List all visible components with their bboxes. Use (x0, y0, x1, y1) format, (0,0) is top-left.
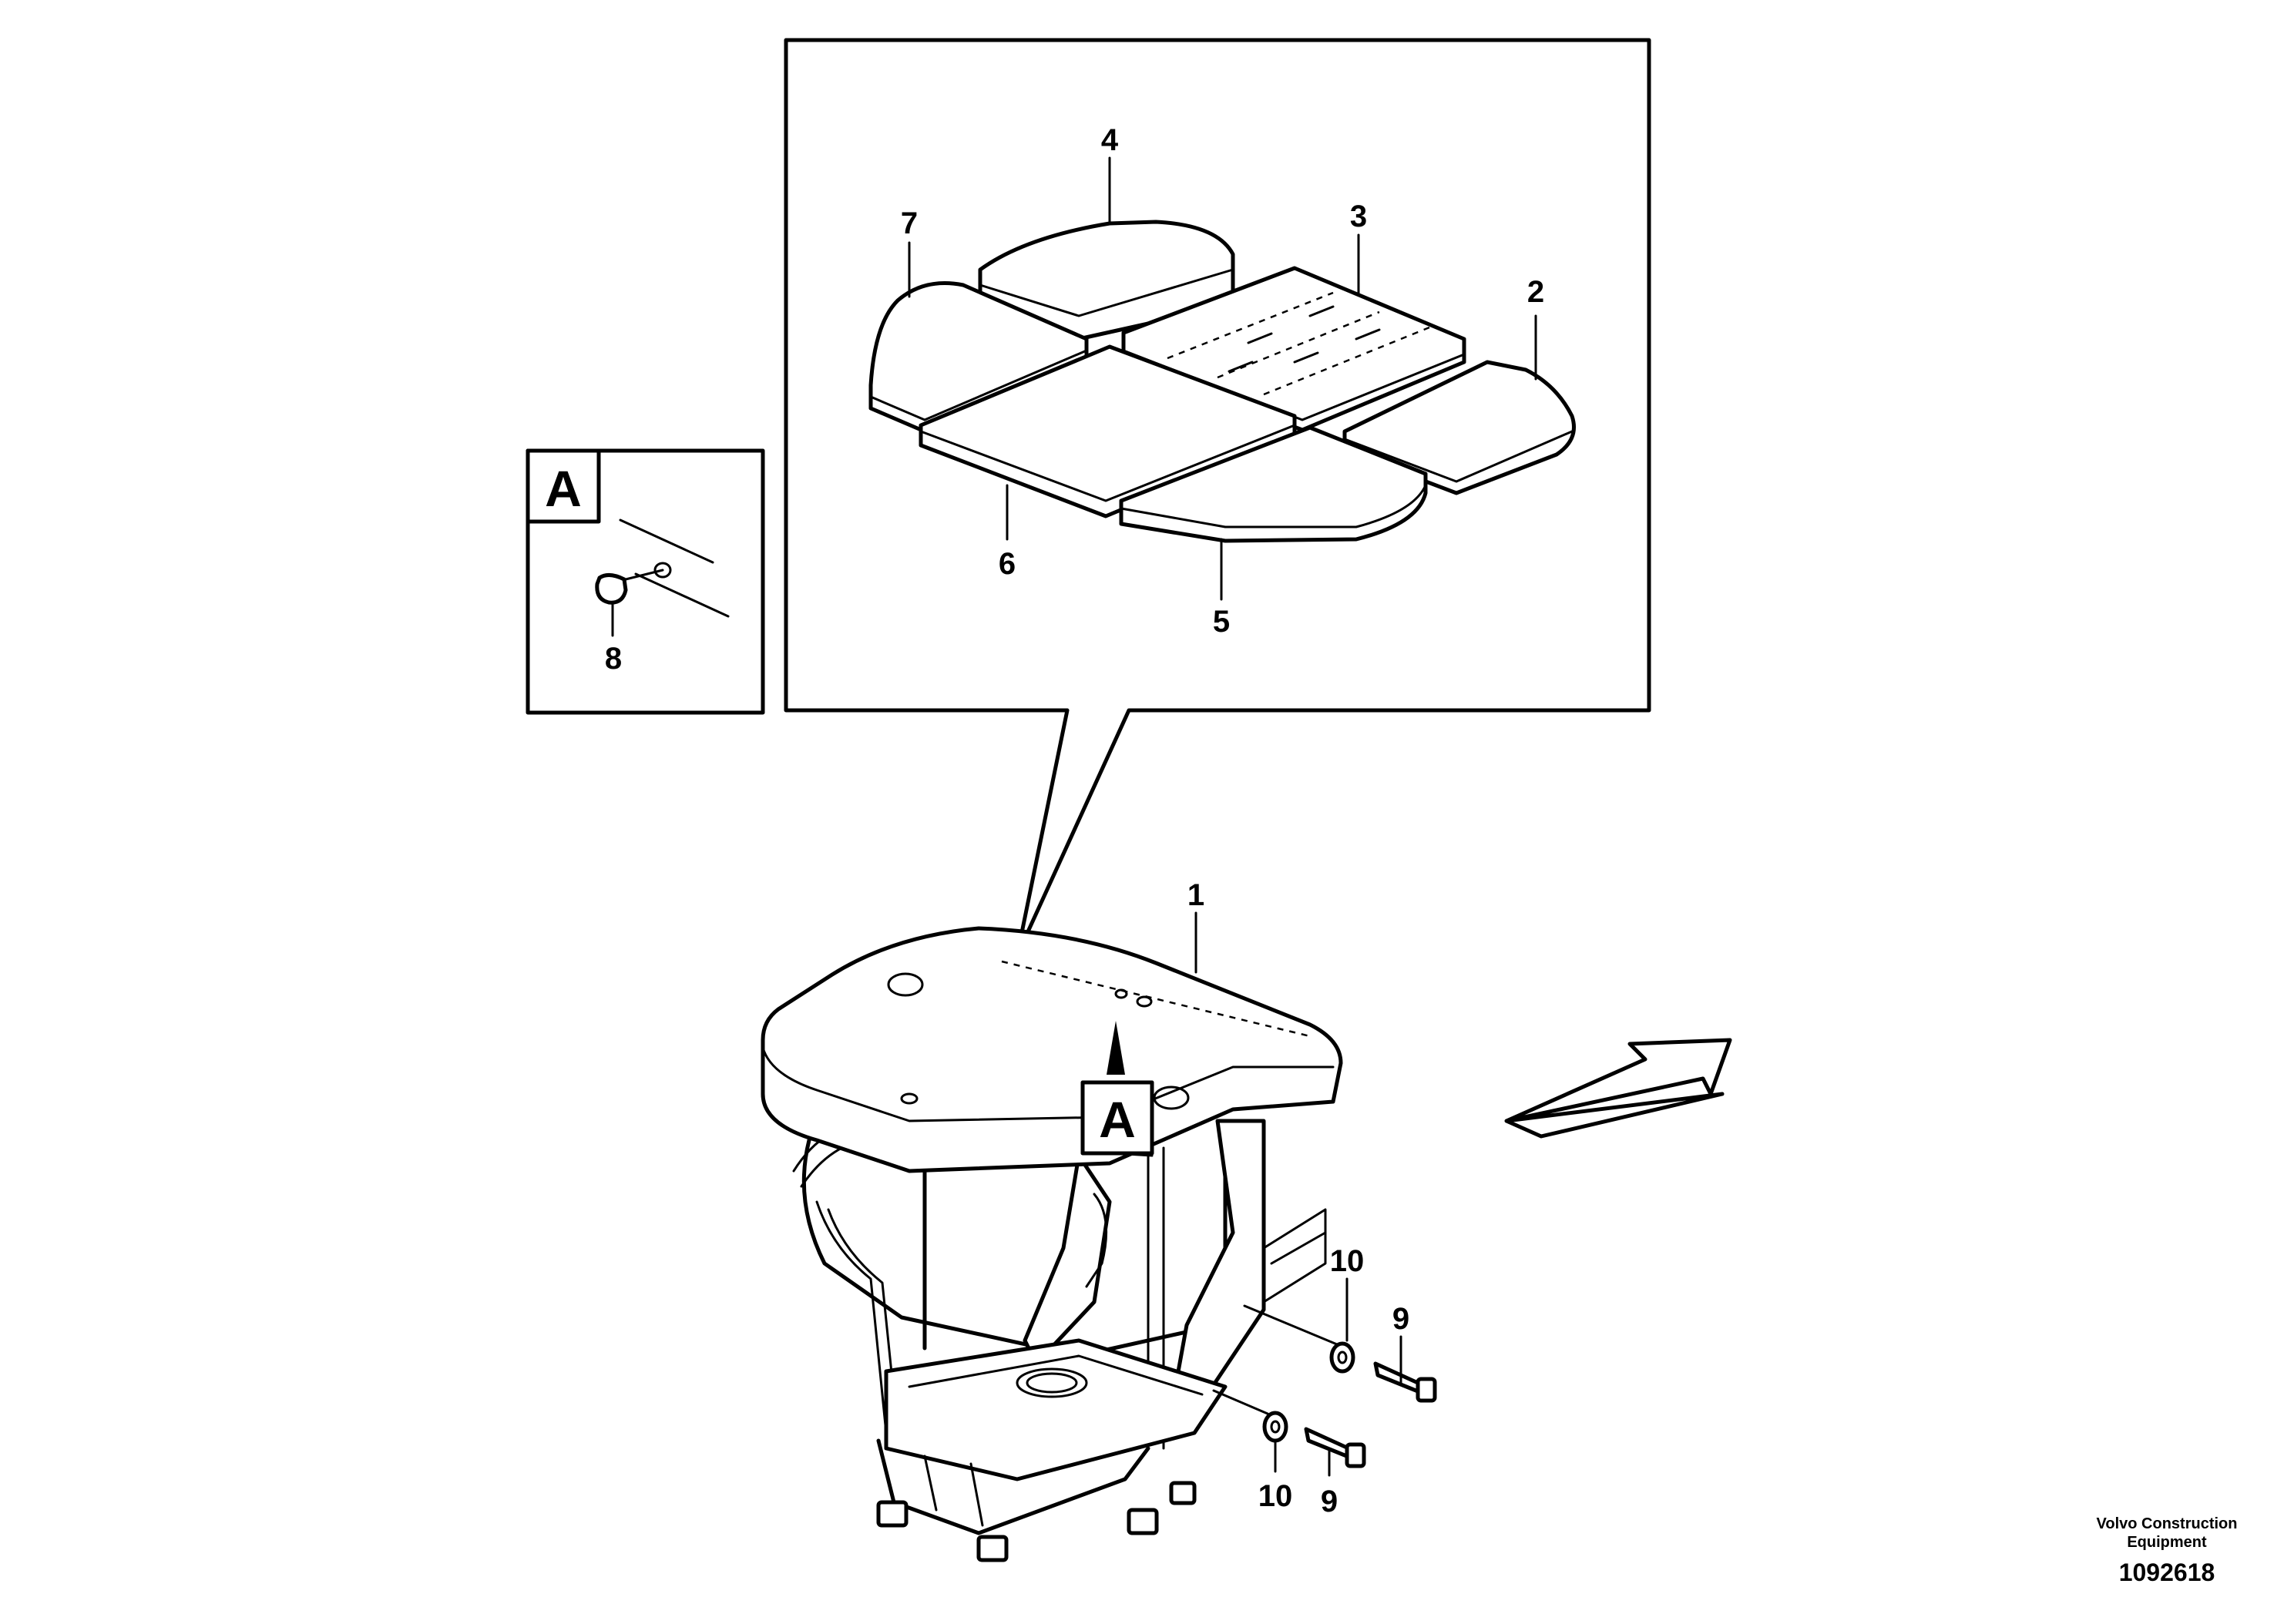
callout-8: 8 (605, 642, 622, 676)
callout-5: 5 (1213, 605, 1230, 639)
fastener-set-lower (1212, 1389, 1366, 1477)
cushion-4 (978, 220, 1235, 341)
callout-4: 4 (1101, 123, 1119, 157)
zoom-leaders (908, 156, 1537, 601)
direction-arrow (1504, 1038, 1732, 1139)
callout-6: 6 (999, 547, 1016, 581)
view-a-marker: A (1080, 1021, 1154, 1156)
mount-feet (876, 1481, 1197, 1562)
callout-10-upper: 10 (1330, 1244, 1365, 1278)
callout-3: 3 (1350, 200, 1367, 233)
callout-9-upper: 9 (1392, 1302, 1409, 1336)
seat-cushions (868, 220, 1576, 543)
detail-view-label: A (545, 460, 582, 517)
document-number: 1092618 (2119, 1559, 2215, 1586)
seat-frame-assembly (761, 926, 1343, 1562)
zoom-detail-box (784, 38, 1651, 1072)
cushion-5 (1119, 425, 1428, 543)
brand-line-2: Equipment (2127, 1534, 2207, 1551)
cushion-7 (868, 281, 1089, 434)
callout-9-lower: 9 (1321, 1485, 1338, 1518)
callout-2: 2 (1527, 275, 1544, 309)
callout-7: 7 (901, 206, 918, 240)
view-marker-label: A (1099, 1091, 1136, 1148)
detail-view-a: A 8 (526, 448, 765, 715)
callout-1: 1 (1187, 878, 1204, 912)
fastener-set-upper (1243, 1277, 1437, 1403)
callout-10-lower: 10 (1258, 1479, 1293, 1513)
brand-line-1: Volvo Construction (2097, 1515, 2238, 1532)
